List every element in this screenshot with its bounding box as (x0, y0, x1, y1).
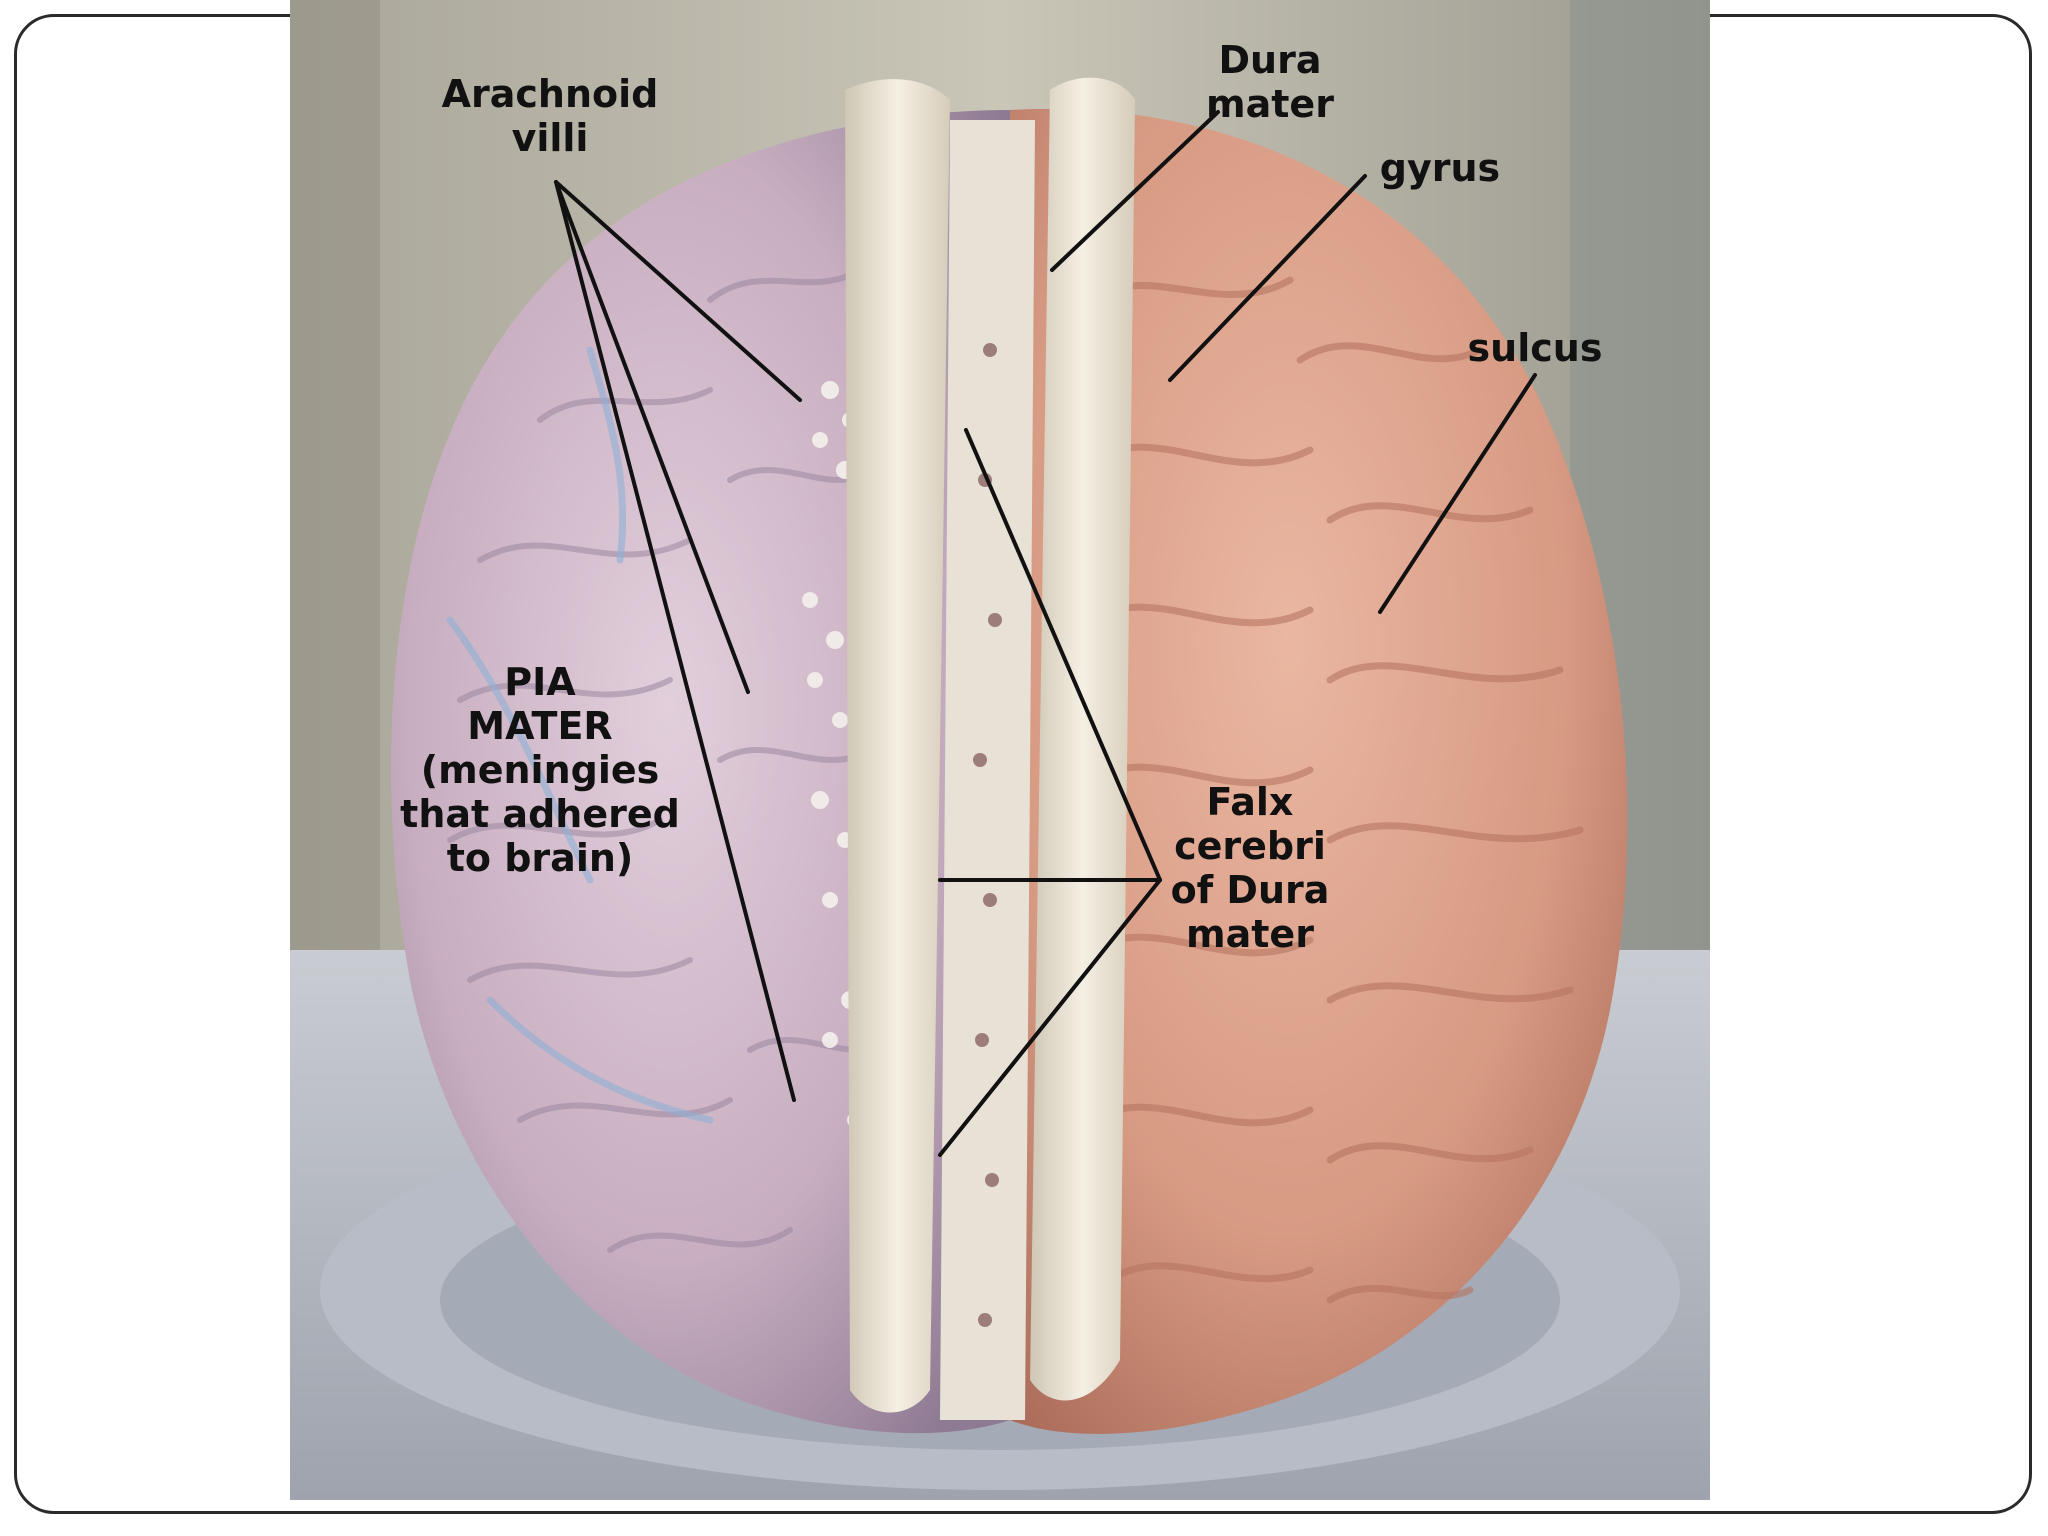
label-pia-mater: PIA MATER (meningies that adhered to bra… (400, 660, 680, 880)
label-sulcus: sulcus (1467, 326, 1603, 370)
brain-photo (290, 0, 1710, 1500)
label-gyrus: gyrus (1379, 146, 1501, 190)
label-falx-cerebri: Falx cerebri of Dura mater (1170, 780, 1330, 956)
label-arachnoid-villi: Arachnoid villi (441, 72, 659, 160)
label-dura-mater: Dura mater (1206, 38, 1334, 126)
